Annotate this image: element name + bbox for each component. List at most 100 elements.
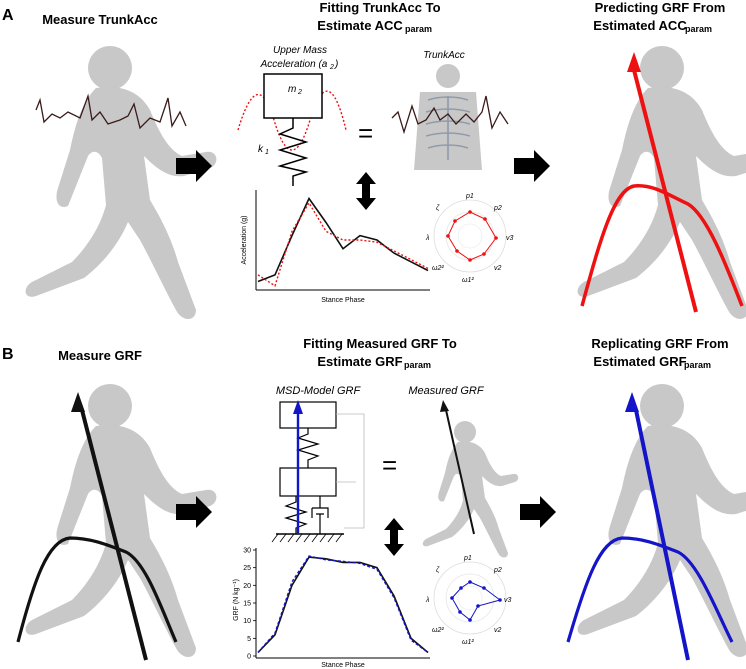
panel-b: B Measure GRF Fitting Measured GRF To Es… (2, 336, 746, 669)
force-vector-a3 (632, 69, 698, 313)
panel-a-col3-title-line1: Predicting GRF From (595, 0, 726, 15)
mass2-box (279, 467, 337, 497)
grf-curve-b1 (16, 536, 178, 643)
radar-a-label-w1: ω1² (462, 277, 474, 284)
model-label-line1: Upper Mass (273, 45, 327, 56)
runner-silhouette-a1 (25, 46, 217, 319)
radar-a-label-v3: v3 (506, 235, 514, 242)
chart-b-ytick-label: 10 (243, 618, 251, 625)
radar-a-label-zeta: ζ (436, 205, 440, 212)
panel-a-col1-title: Measure TrunkAcc (42, 12, 158, 27)
chart-a-measured-line (257, 196, 429, 283)
right-arrow-a2 (514, 150, 550, 182)
radar-b-label-p2: p2 (493, 567, 502, 574)
radar-a-label-v2: v2 (494, 265, 502, 272)
mass-sub: 2 (297, 89, 302, 96)
panel-b-col2-title-line1: Fitting Measured GRF To (303, 336, 457, 351)
spring-label: k (258, 144, 264, 155)
grf-curve-a3 (580, 184, 744, 307)
mass-box (263, 73, 323, 119)
radar-a-label-p2: p2 (493, 205, 502, 212)
radar-b-points (450, 580, 502, 622)
runner-silhouette-b1 (25, 384, 217, 657)
chart-a-ylabel: Acceleration (g) (241, 215, 248, 264)
trunkacc-trace-a2 (391, 95, 509, 135)
spring-icon (277, 118, 309, 186)
panel-b-col2-title-sub: param (404, 360, 431, 370)
torso-head (436, 64, 460, 88)
chart-a: Acceleration (g) Stance Phase (241, 190, 430, 304)
double-vertical-arrow-b (384, 518, 404, 556)
radar-b: p1 p2 v3 v2 ω1² ω2² λ ζ (425, 555, 512, 646)
chart-b-ytick-label: 25 (243, 565, 251, 572)
radar-b-ring-inner (457, 585, 483, 611)
force-vector-b2 (445, 409, 475, 535)
force-arrowhead-b1 (71, 392, 85, 412)
spring-sub: 1 (265, 149, 269, 156)
radar-b-ring-mid (445, 573, 495, 623)
radar-b-label-w1: ω1² (462, 639, 474, 646)
chart-b-ticks: 0 5 10 15 20 25 30 (243, 548, 256, 661)
chart-b-fit-line (257, 555, 429, 654)
panel-b-col1-title: Measure GRF (58, 348, 142, 363)
model-label-sub: 2 (329, 64, 334, 71)
equals-sign-b: = (382, 450, 397, 480)
grf-curve-b3 (566, 536, 734, 643)
panel-a: A Measure TrunkAcc Fitting TrunkAcc To E… (2, 0, 746, 319)
force-arrowhead-b2 (440, 400, 449, 412)
panel-a-col2-title-line2: Estimate ACC (317, 18, 403, 33)
ground-hatch (271, 533, 343, 543)
equals-sign-a: = (358, 118, 373, 148)
spring2-icon (283, 496, 309, 534)
radar-b-label-v3: v3 (504, 597, 512, 604)
radar-a-ring-inner (457, 223, 483, 249)
ribcage-icon (425, 96, 471, 160)
radar-a-label-lambda: λ (425, 235, 430, 242)
spring1-icon (295, 428, 321, 468)
chart-b-ytick-label: 0 (247, 654, 251, 661)
mass-label: m (288, 84, 296, 95)
panel-a-col3-title-sub: param (685, 24, 712, 34)
radar-a-points (446, 210, 498, 262)
radar-a-ring-mid (445, 211, 495, 261)
panel-a-letter: A (2, 7, 14, 24)
radar-b-label-w2: ω2² (432, 627, 444, 634)
chart-a-xlabel: Stance Phase (321, 297, 365, 304)
force-arrowhead-a3 (627, 52, 641, 72)
right-arrow-b2 (520, 496, 556, 528)
radar-b-label-lambda: λ (425, 597, 430, 604)
measured-grf-title: Measured GRF (408, 385, 484, 397)
panel-a-col2-title-line1: Fitting TrunkAcc To (319, 0, 440, 15)
chart-b-ytick-label: 15 (243, 601, 251, 608)
chart-b-ytick-label: 5 (247, 636, 251, 643)
panel-b-col3-title-line1: Replicating GRF From (591, 336, 728, 351)
trunkacc-trace-a1 (35, 93, 187, 130)
chart-b-ytick-label: 20 (243, 583, 251, 590)
msd-model-title: MSD-Model GRF (276, 385, 362, 397)
chart-b-xlabel: Stance Phase (321, 662, 365, 669)
force-arrowhead-model (293, 400, 303, 414)
right-arrow-a1 (176, 150, 212, 182)
runner-silhouette-b2 (422, 421, 519, 558)
chart-b-ytick-label: 30 (243, 548, 251, 555)
panel-a-col3-title-line2: Estimated ACC (593, 18, 687, 33)
force-vector-b1 (80, 409, 148, 661)
sinusoid-trace (237, 90, 347, 151)
chart-a-fit-line (257, 201, 429, 287)
model-label-line2: Acceleration (a (260, 59, 328, 70)
panel-b-col2-title-line2: Estimate GRF (317, 354, 402, 369)
force-vector-b3 (634, 409, 690, 661)
double-vertical-arrow-a (356, 172, 376, 210)
chart-b-measured-line (257, 556, 429, 654)
radar-a-ring-outer (433, 199, 507, 273)
radar-a-label-p1: p1 (465, 193, 474, 200)
radar-b-label-p1: p1 (463, 555, 472, 562)
panel-b-col3-title-sub: param (684, 360, 711, 370)
panel-a-col2-title-sub: param (405, 24, 432, 34)
damper-icon (311, 496, 329, 534)
radar-b-label-zeta: ζ (436, 567, 440, 574)
parameter-brackets (336, 413, 365, 529)
radar-b-label-v2: v2 (494, 627, 502, 634)
force-arrowhead-b3 (625, 392, 639, 412)
